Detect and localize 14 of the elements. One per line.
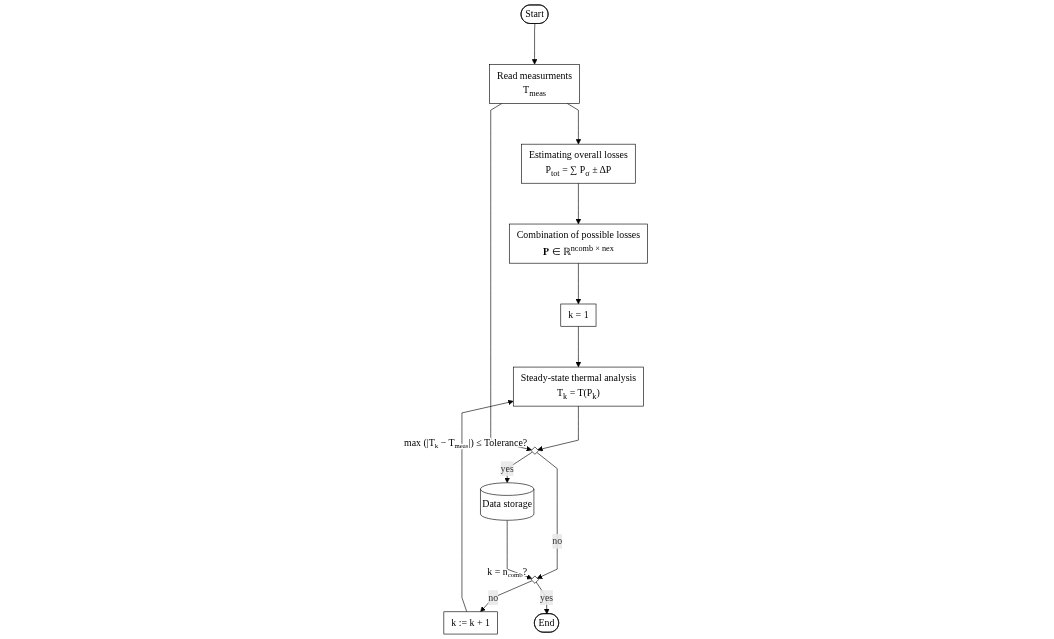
edge-label: no <box>488 592 499 603</box>
edge-label: yes <box>500 463 514 474</box>
node-box: Combination of possible losses P ∈ ℝ$^{ncomb × nex}$ <box>509 223 648 264</box>
condition-note: max (|T$_{k}$ − T$_{meas}$|) ≤ Tolerance? <box>404 436 528 450</box>
node-diamond <box>530 446 539 455</box>
node-box: k := k + 1 <box>443 611 498 635</box>
node-box: Read measurments T$_{meas}$ <box>489 64 580 104</box>
node-diamond <box>530 575 539 584</box>
edge-label: no <box>552 535 563 547</box>
edge-label: yes <box>539 592 554 603</box>
condition-note: k = n$_{comb}$? <box>487 565 528 579</box>
node-box: k = 1 <box>560 303 597 327</box>
node-box: Steady-state thermal analysis T$_{k}$ = T(P$_{k}$) <box>513 366 644 407</box>
node-box: Estimating overall losses P$_{tot}$ = ∑ P$_{σ}$ ± ΔP <box>521 143 636 184</box>
